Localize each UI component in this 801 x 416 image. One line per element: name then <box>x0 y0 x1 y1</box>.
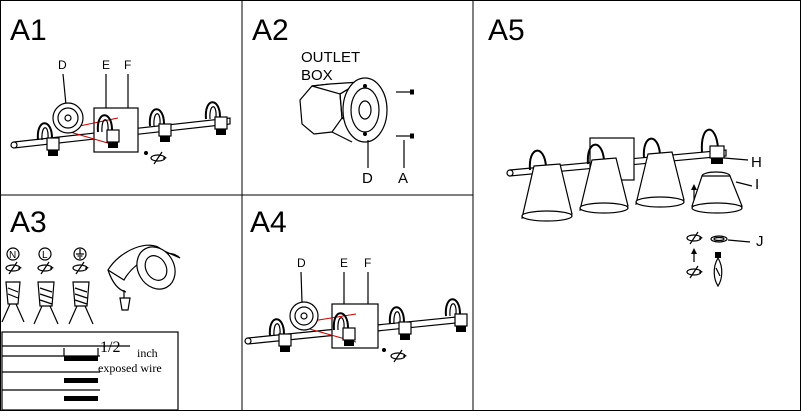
a5-label-j: J <box>756 233 764 250</box>
a3-strip-length-fraction: 1/2 <box>100 339 120 356</box>
a3-wire-connector-illustration: N L <box>1 244 181 411</box>
panel-a3: A3 N L <box>1 206 181 411</box>
a5-fixture-illustration <box>506 128 753 288</box>
panel-a3-title: A3 <box>10 206 47 239</box>
a5-label-i: I <box>755 176 759 193</box>
panel-a5-title: A5 <box>488 14 525 47</box>
a3-strip-length-unit: inch <box>137 346 158 360</box>
a2-label-d: D <box>362 170 373 187</box>
a1-label-f: F <box>124 58 131 72</box>
panel-a5: A5 H I J <box>488 14 764 288</box>
panel-a2-title: A2 <box>252 14 289 47</box>
a5-label-h: H <box>751 154 762 171</box>
a2-outlet-label-line1: OUTLET <box>301 49 360 66</box>
a2-outlet-label-line2: BOX <box>301 67 333 84</box>
a4-label-e: E <box>340 256 348 270</box>
panel-a2: A2 OUTLET BOX D A <box>252 14 415 187</box>
panel-a4-title: A4 <box>250 206 287 239</box>
a4-label-f: F <box>364 256 371 270</box>
a1-label-e: E <box>102 58 110 72</box>
a2-outlet-box-illustration <box>299 77 415 168</box>
a4-fixture-illustration <box>244 271 468 363</box>
a2-label-a: A <box>398 170 408 187</box>
a3-neutral-symbol: N <box>9 250 16 261</box>
panel-a4: A4 D E F <box>244 206 468 363</box>
ground-icon <box>76 249 84 259</box>
panel-a1: A1 D E F <box>10 14 231 165</box>
panel-a1-title: A1 <box>10 14 47 47</box>
a1-label-d: D <box>58 58 67 72</box>
a4-label-d: D <box>297 256 306 270</box>
a3-line-symbol: L <box>42 250 48 261</box>
a1-fixture-illustration <box>10 73 231 165</box>
a3-exposed-wire-caption: exposed wire <box>98 361 162 375</box>
